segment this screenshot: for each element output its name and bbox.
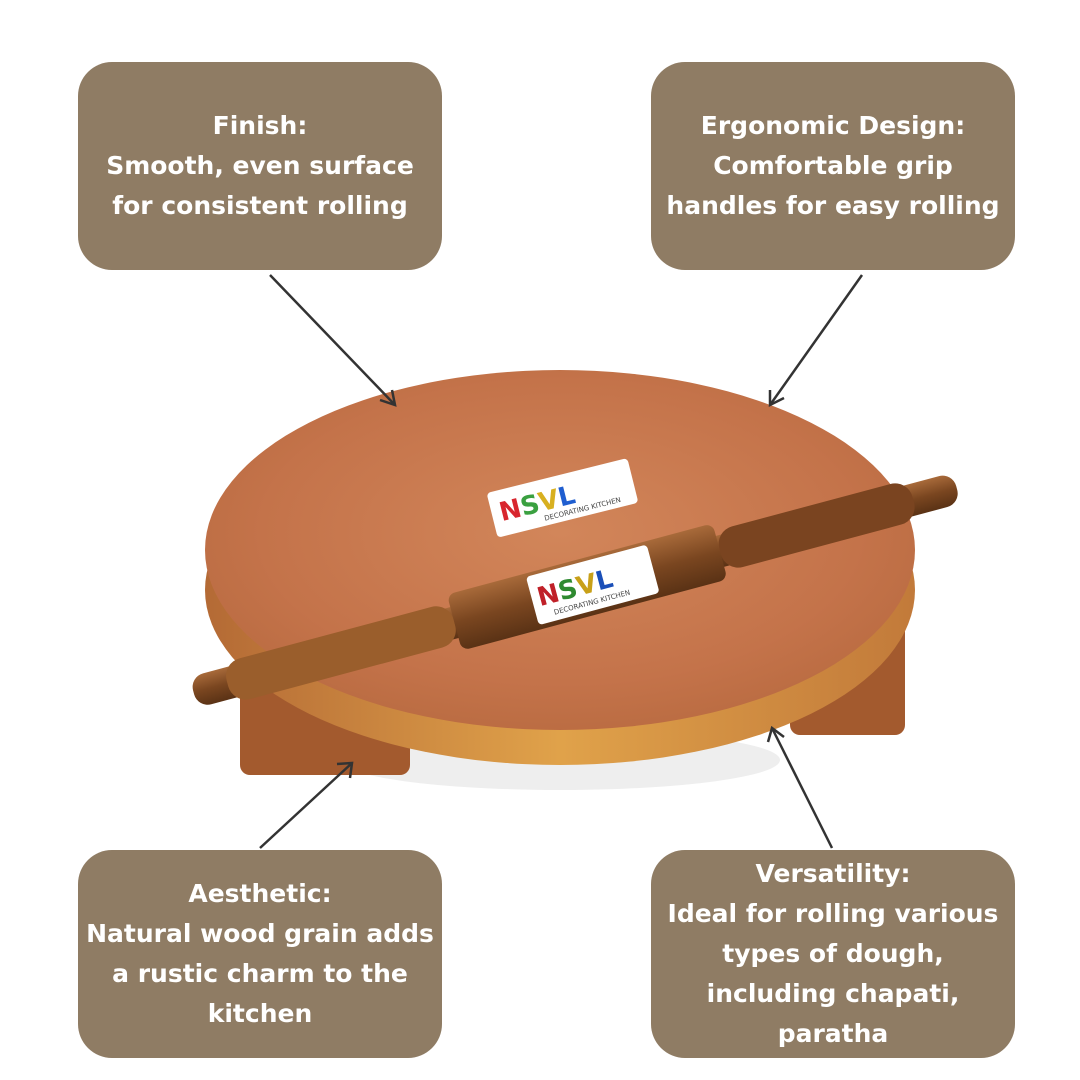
logo-sticker-pin: NSVL DECORATING KITCHEN: [526, 545, 659, 625]
callout-line: for consistent rolling: [112, 191, 408, 220]
callout-line: Ideal for rolling various: [667, 899, 999, 928]
callout-line: Smooth, even surface: [106, 151, 414, 180]
callout-line: Comfortable grip: [713, 151, 953, 180]
callout-line: including chapati,: [706, 979, 960, 1008]
callout-title: Ergonomic Design:: [700, 111, 966, 140]
callout-line: a rustic charm to the: [112, 959, 408, 988]
arrow-aesthetic: [259, 762, 353, 849]
callout-finish: Finish: Smooth, even surface for consist…: [78, 62, 442, 270]
callout-title: Finish:: [212, 111, 308, 140]
callout-ergonomic: Ergonomic Design: Comfortable grip handl…: [651, 62, 1015, 270]
callout-line: kitchen: [207, 999, 313, 1028]
callout-line: types of dough,: [722, 939, 944, 968]
callout-line: Natural wood grain adds: [86, 919, 434, 948]
arrow-ergonomic: [768, 274, 864, 406]
callout-versatility: Versatility: Ideal for rolling various t…: [651, 850, 1015, 1058]
arrow-finish: [269, 274, 396, 406]
callout-title: Versatility:: [755, 859, 911, 888]
callout-line: handles for easy rolling: [666, 191, 1000, 220]
callout-aesthetic: Aesthetic: Natural wood grain adds a rus…: [78, 850, 442, 1058]
callout-line: paratha: [777, 1019, 889, 1048]
arrow-versatility: [770, 727, 834, 849]
callout-arrows: [259, 274, 864, 849]
callout-title: Aesthetic:: [188, 879, 332, 908]
